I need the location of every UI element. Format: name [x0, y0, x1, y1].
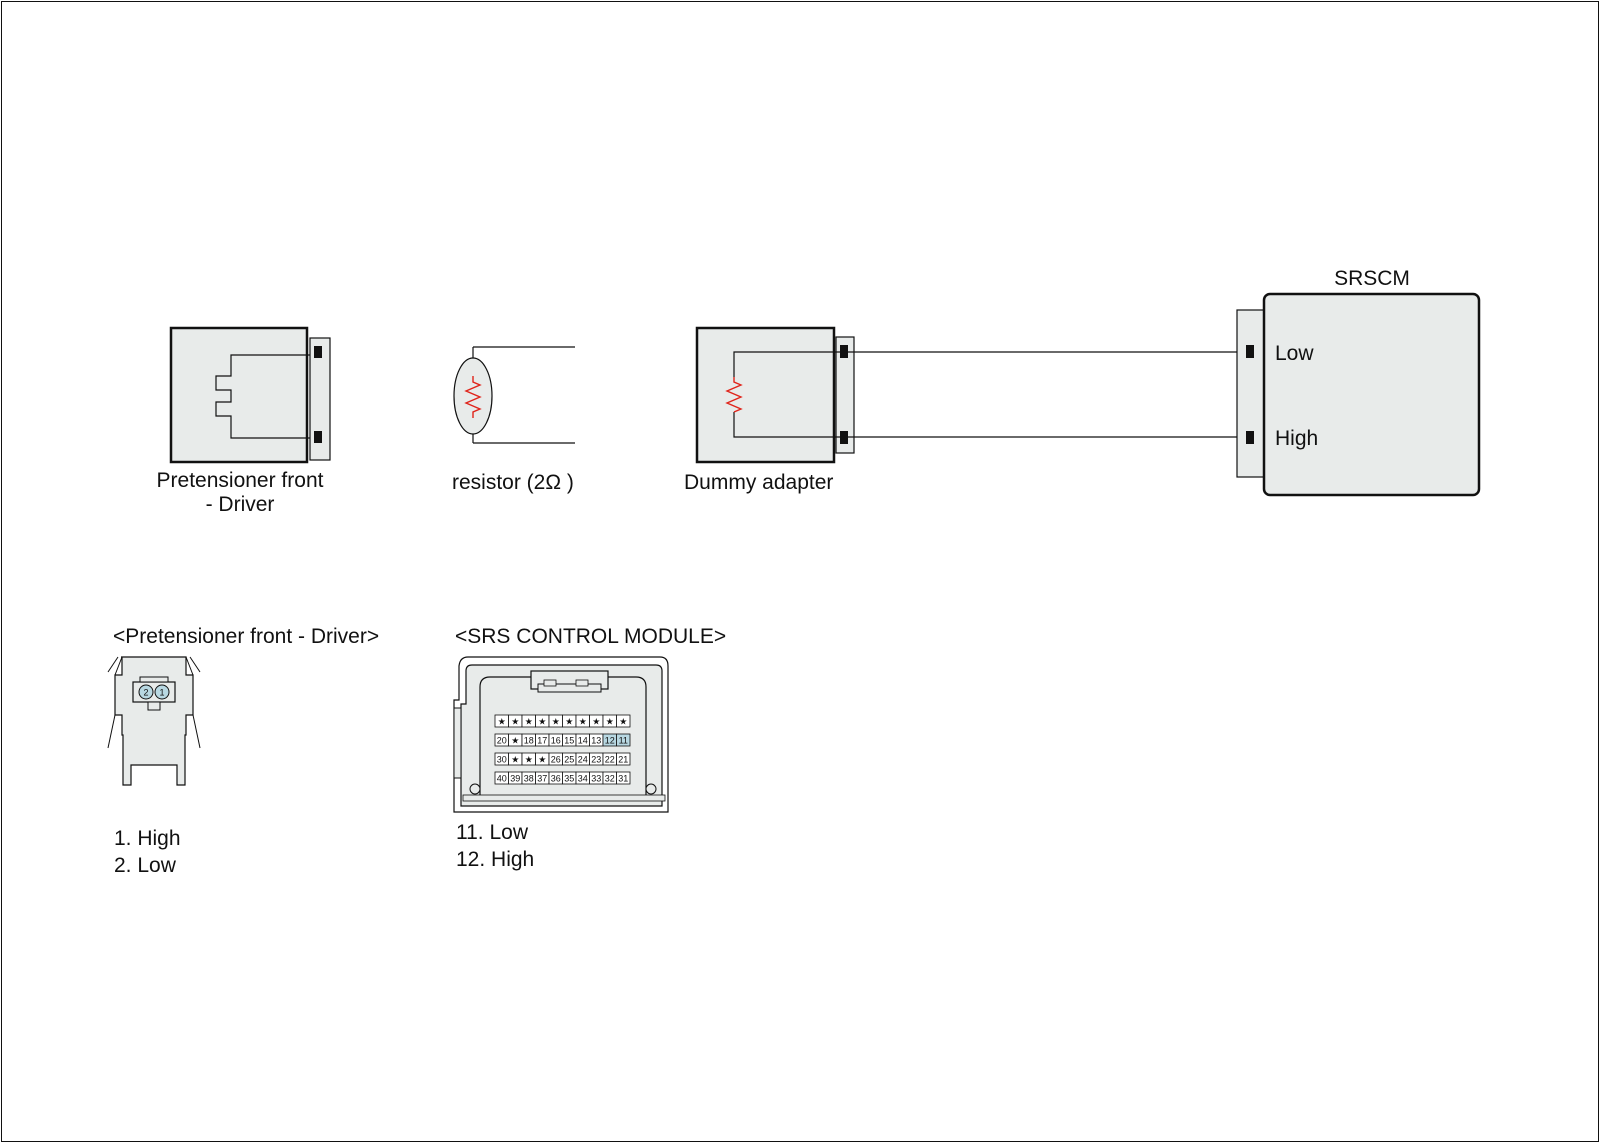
resistor-zigzag-icon: [725, 377, 743, 413]
pin-label: ★: [606, 717, 614, 727]
pin-label: 12: [605, 736, 615, 746]
resistor-zigzag-icon: [464, 376, 482, 418]
pin-label: ★: [511, 736, 519, 746]
pin-label: 20: [497, 736, 507, 746]
terminal-icon: [840, 345, 848, 358]
pin-label: 32: [605, 774, 615, 784]
pin-label: 25: [564, 755, 574, 765]
pin-label: 15: [564, 736, 574, 746]
pin-cell: [616, 714, 631, 728]
pin-2: [138, 684, 154, 700]
pin-label: ★: [565, 717, 573, 727]
pin-label: 26: [551, 755, 561, 765]
pin-label: 2: [143, 688, 148, 698]
srscm-module: [1236, 292, 1481, 497]
pin-label: 36: [551, 774, 561, 784]
srs-legend-item: 12. High: [456, 848, 535, 871]
pin-label: ★: [511, 755, 519, 765]
pin-cell: [616, 733, 631, 747]
pin-label: 34: [578, 774, 588, 784]
srscm-label: SRSCM: [1334, 267, 1410, 290]
terminal-icon: [840, 431, 848, 444]
pin-label: ★: [552, 717, 560, 727]
pin-label: ★: [592, 717, 600, 727]
resistor-label: resistor (2Ω ): [452, 471, 574, 494]
pin-label: 14: [578, 736, 588, 746]
pin-label: 38: [524, 774, 534, 784]
pin-label: 39: [510, 774, 520, 784]
dummy-adapter-label: Dummy adapter: [684, 471, 834, 494]
pin-label: 31: [618, 774, 628, 784]
srs-module-view-title: <SRS CONTROL MODULE>: [455, 625, 727, 648]
pin-1: [154, 684, 170, 700]
pin-label: 40: [497, 774, 507, 784]
srs-legend-item: 11. Low: [456, 821, 528, 844]
pin-label: ★: [498, 717, 506, 727]
pin-label: 30: [497, 755, 507, 765]
pin-label: ★: [619, 717, 627, 727]
pin-label: ★: [579, 717, 587, 727]
pin-label: ★: [511, 717, 519, 727]
terminal-icon: [1246, 431, 1254, 444]
pin-label: ★: [525, 755, 533, 765]
pin-label: 21: [618, 755, 628, 765]
pin-label: 11: [619, 736, 628, 746]
terminal-icon: [314, 431, 322, 443]
pin-label: ★: [525, 717, 533, 727]
pin-label: 23: [591, 755, 601, 765]
pin-cell: [616, 771, 631, 785]
pretensioner-label-line2: - Driver: [205, 493, 275, 516]
dummy-adapter: [695, 326, 855, 464]
pin-cell: [616, 752, 631, 766]
pin-label: 16: [551, 736, 561, 746]
pretensioner-legend-item: 1. High: [114, 827, 181, 850]
pretensioner-legend-item: 2. Low: [114, 854, 176, 877]
pin-label: 1: [159, 688, 164, 698]
pin-label: ★: [538, 755, 546, 765]
pin-label: 18: [524, 736, 534, 746]
srscm-high-label: High: [1275, 427, 1319, 450]
terminal-icon: [1246, 345, 1254, 358]
pin-label: 37: [537, 774, 547, 784]
pin-label: 33: [591, 774, 601, 784]
pin-label: ★: [538, 717, 546, 727]
pin-label: 35: [564, 774, 574, 784]
terminal-icon: [314, 346, 322, 358]
resistor-symbol: [453, 346, 575, 444]
pretensioner-connector: [169, 326, 331, 464]
pretensioner-label: Pretensioner front: [156, 469, 324, 492]
pretensioner-view-title: <Pretensioner front - Driver>: [113, 625, 380, 648]
pin-label: 22: [605, 755, 615, 765]
pin-label: 13: [591, 736, 601, 746]
pin-label: 24: [578, 755, 588, 765]
pin-label: 17: [537, 736, 547, 746]
srscm-low-label: Low: [1275, 342, 1314, 365]
